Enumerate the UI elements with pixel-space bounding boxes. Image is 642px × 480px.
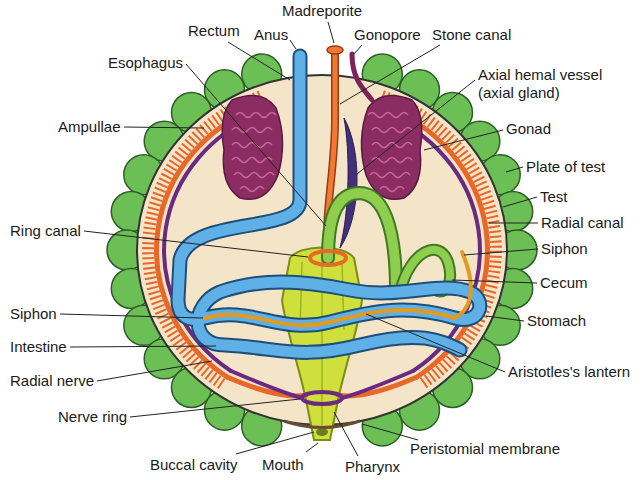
part-label: Intestine	[10, 338, 67, 356]
leader-line	[362, 424, 418, 440]
siphon	[205, 252, 471, 325]
part-label: Cecum	[540, 274, 588, 292]
leader-line	[357, 80, 475, 174]
part-label: Pharynx	[345, 458, 400, 476]
leader-line	[489, 223, 538, 224]
gonad-fold	[232, 128, 272, 133]
nerve-ring	[302, 392, 342, 404]
part-label: Rectum	[188, 22, 240, 40]
gonad-fold	[372, 128, 412, 133]
leader-line	[424, 130, 503, 150]
gonad-fold	[240, 187, 264, 192]
part-label: Gonopore	[354, 26, 421, 44]
ring-canal	[310, 251, 346, 265]
part-label: Ring canal	[10, 222, 81, 240]
part-label: Radial nerve	[10, 372, 94, 390]
leader-line	[70, 346, 216, 347]
part-label: Gonad	[506, 120, 551, 138]
esophagus-outline	[328, 193, 396, 290]
gut	[178, 56, 480, 352]
gonad	[222, 96, 282, 200]
part-label: Axial hemal vessel (axial gland)	[478, 66, 608, 102]
part-label: Siphon	[10, 305, 57, 323]
part-label: Stone canal	[432, 26, 511, 44]
gonad-fold	[368, 113, 408, 118]
leader-line	[452, 280, 537, 283]
leader-line	[130, 399, 300, 417]
part-label: Mouth	[262, 456, 304, 474]
leader-line	[290, 40, 296, 49]
gonad-fold	[372, 158, 412, 163]
gonad-fold	[370, 173, 410, 178]
part-label: Radial canal	[541, 214, 624, 232]
part-label: Test	[540, 188, 568, 206]
gonad-fold	[234, 173, 274, 178]
leader-lines	[60, 22, 538, 456]
esophagus	[328, 193, 396, 290]
part-label: Aristotles's lantern	[508, 363, 630, 381]
peristomial-membrane	[284, 421, 360, 428]
leader-line	[236, 432, 314, 454]
part-label: Ampullae	[58, 118, 121, 136]
part-label: Nerve ring	[58, 408, 127, 426]
leader-line	[124, 127, 204, 128]
leader-line	[334, 412, 358, 456]
leader-line	[354, 45, 362, 54]
gut-outline	[178, 56, 480, 352]
gonad-fold	[232, 143, 272, 148]
leader-line	[186, 64, 326, 226]
part-label: Madreporite	[282, 2, 362, 20]
part-label: Buccal cavity	[150, 456, 238, 474]
leader-line	[84, 231, 308, 257]
test-plates	[107, 54, 537, 446]
part-label: Anus	[254, 26, 288, 44]
leader-line	[503, 197, 537, 207]
leader-line	[486, 316, 524, 321]
leader-line	[328, 22, 334, 43]
axial-gland	[340, 118, 357, 248]
gonad-fold	[232, 158, 272, 163]
gonoduct	[352, 54, 372, 100]
leader-line	[306, 443, 318, 452]
buccal-cavity	[316, 428, 328, 436]
part-label: Siphon	[541, 240, 588, 258]
radial-nerve	[231, 371, 302, 398]
madreporite	[327, 46, 343, 54]
leader-line	[60, 314, 203, 318]
leader-line	[366, 314, 505, 372]
gonad-fold	[236, 113, 276, 118]
gonad	[361, 96, 421, 200]
radial-nerve	[342, 371, 413, 398]
leader-line	[340, 45, 440, 104]
part-label: Peristomial membrane	[410, 440, 560, 458]
part-label: Esophagus	[108, 54, 183, 72]
gonad-fold	[380, 187, 404, 192]
leader-line	[228, 42, 290, 80]
leader-line	[506, 167, 523, 172]
leader-line	[464, 249, 538, 255]
part-label: Plate of test	[526, 158, 605, 176]
part-label: Stomach	[527, 312, 586, 330]
leader-line	[97, 361, 212, 381]
